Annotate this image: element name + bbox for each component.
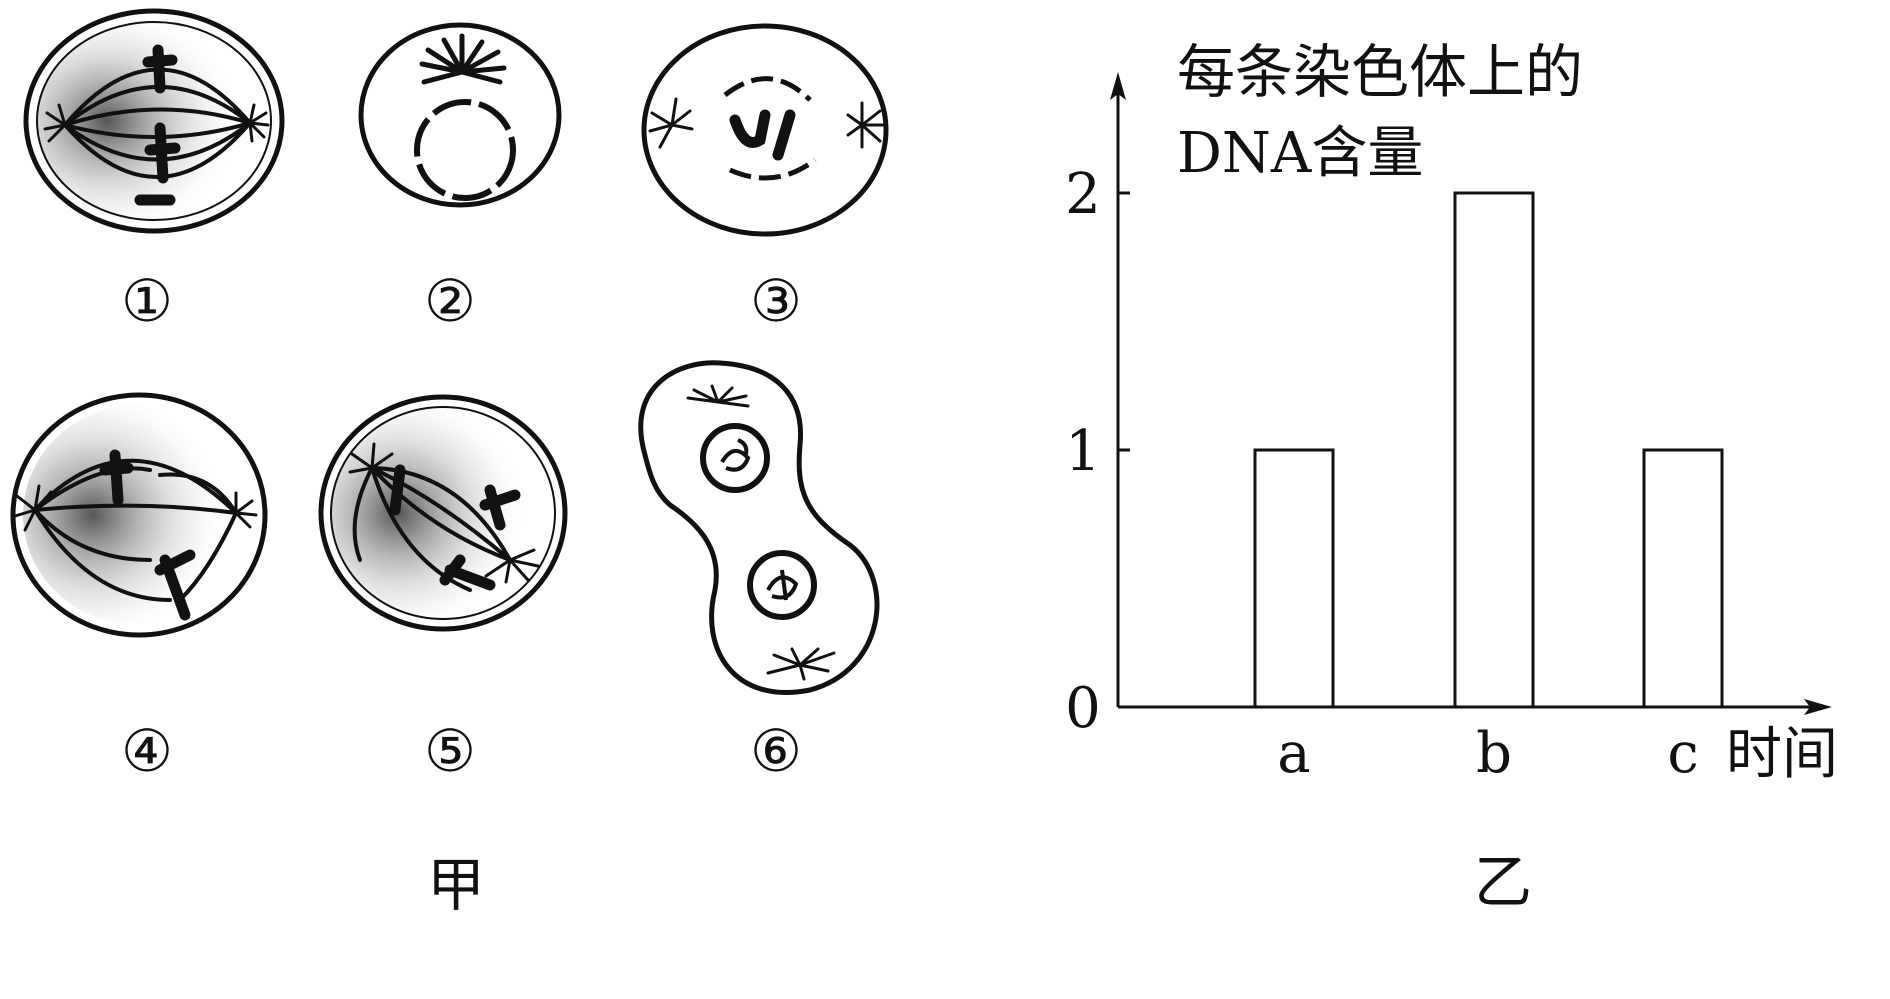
cell-5-anaphase-late <box>318 394 568 632</box>
cell-label-4: ④ <box>121 717 173 785</box>
y-axis-arrow <box>1110 72 1126 100</box>
chart-caption: 乙 <box>1474 848 1532 916</box>
cell-label-6: ⑥ <box>750 717 802 785</box>
cell-1-metaphase <box>23 8 285 234</box>
bar-b <box>1453 191 1535 709</box>
x-tick-label-c: c <box>1667 721 1698 786</box>
y-axis-label-line1: 每条染色体上的 <box>1177 38 1583 106</box>
y-tick-label-2: 2 <box>1065 162 1101 227</box>
cell-6-telophase <box>638 360 880 695</box>
x-tick-label-a: a <box>1277 721 1310 786</box>
y-tick-label-1: 1 <box>1065 419 1101 484</box>
cell-label-3: ③ <box>750 267 802 335</box>
cell-4-anaphase <box>10 392 268 638</box>
bar-chart: 每条染色体上的 DNA含量 时间 乙 0 1 2 a b c <box>1065 38 1838 916</box>
bar-a <box>1253 448 1335 709</box>
figure-a-caption: 甲 <box>427 851 485 919</box>
y-tick-label-0: 0 <box>1065 676 1101 741</box>
x-tick-label-b: b <box>1476 721 1512 786</box>
cell-2-prophase <box>358 22 562 208</box>
x-axis-label: 时间 <box>1726 722 1838 787</box>
cell-3-prophase-late <box>641 23 889 237</box>
x-axis-arrow <box>1804 699 1832 715</box>
bar-c <box>1642 448 1724 709</box>
cell-label-1: ① <box>121 267 173 335</box>
cell-label-5: ⑤ <box>424 717 476 785</box>
y-axis-label-line2: DNA含量 <box>1177 121 1423 186</box>
cell-label-2: ② <box>424 267 476 335</box>
